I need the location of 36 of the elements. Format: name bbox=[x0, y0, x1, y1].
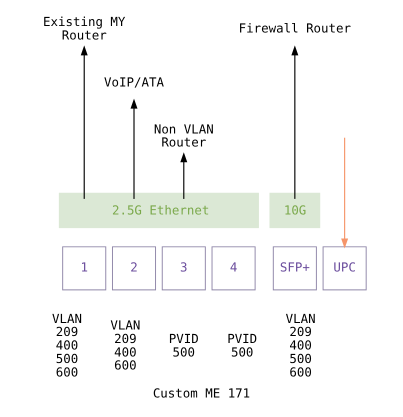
node-box: 2 bbox=[112, 246, 156, 290]
arrow bbox=[130, 98, 138, 199]
arrow bbox=[80, 45, 88, 199]
node-label: VLAN bbox=[110, 318, 140, 333]
node-label: 500 bbox=[172, 344, 196, 360]
node-box: 3 bbox=[162, 246, 206, 290]
node-box: SFP+ bbox=[272, 246, 317, 290]
node-label: VLAN bbox=[286, 310, 316, 326]
node-label: PVID bbox=[168, 330, 199, 346]
node-label: 500 bbox=[230, 344, 254, 360]
node-text: Firewall Router bbox=[238, 20, 352, 36]
caption: Custom ME 171 bbox=[152, 385, 250, 400]
node-text: Non VLAN Router bbox=[154, 121, 214, 150]
arrow bbox=[180, 152, 188, 199]
node-box: UPC bbox=[322, 246, 367, 290]
node-label: 500 bbox=[289, 351, 312, 366]
node-box: 2.5G Ethernet bbox=[58, 192, 259, 228]
node-label: PVID bbox=[227, 330, 258, 346]
node-box: 4 bbox=[212, 246, 256, 290]
node-label: VLAN bbox=[52, 310, 82, 326]
arrow bbox=[291, 45, 298, 199]
arrow bbox=[341, 138, 348, 249]
node-label: 500 bbox=[56, 351, 78, 366]
node-text: Existing MY Router bbox=[43, 14, 126, 42]
node-label: 209 bbox=[56, 324, 78, 340]
node-box: 1 bbox=[62, 246, 106, 290]
node-label: 600 bbox=[114, 358, 137, 373]
node-label: 400 bbox=[289, 338, 312, 353]
node-label: 600 bbox=[289, 364, 312, 380]
node-label: 209 bbox=[289, 324, 312, 340]
node-label: 209 bbox=[114, 330, 137, 346]
node-label: 400 bbox=[114, 344, 137, 360]
node-label: 600 bbox=[56, 364, 78, 380]
node-box: 10G bbox=[269, 192, 320, 228]
node-text: VoIP/ATA bbox=[104, 74, 164, 90]
node-label: 400 bbox=[56, 338, 78, 353]
